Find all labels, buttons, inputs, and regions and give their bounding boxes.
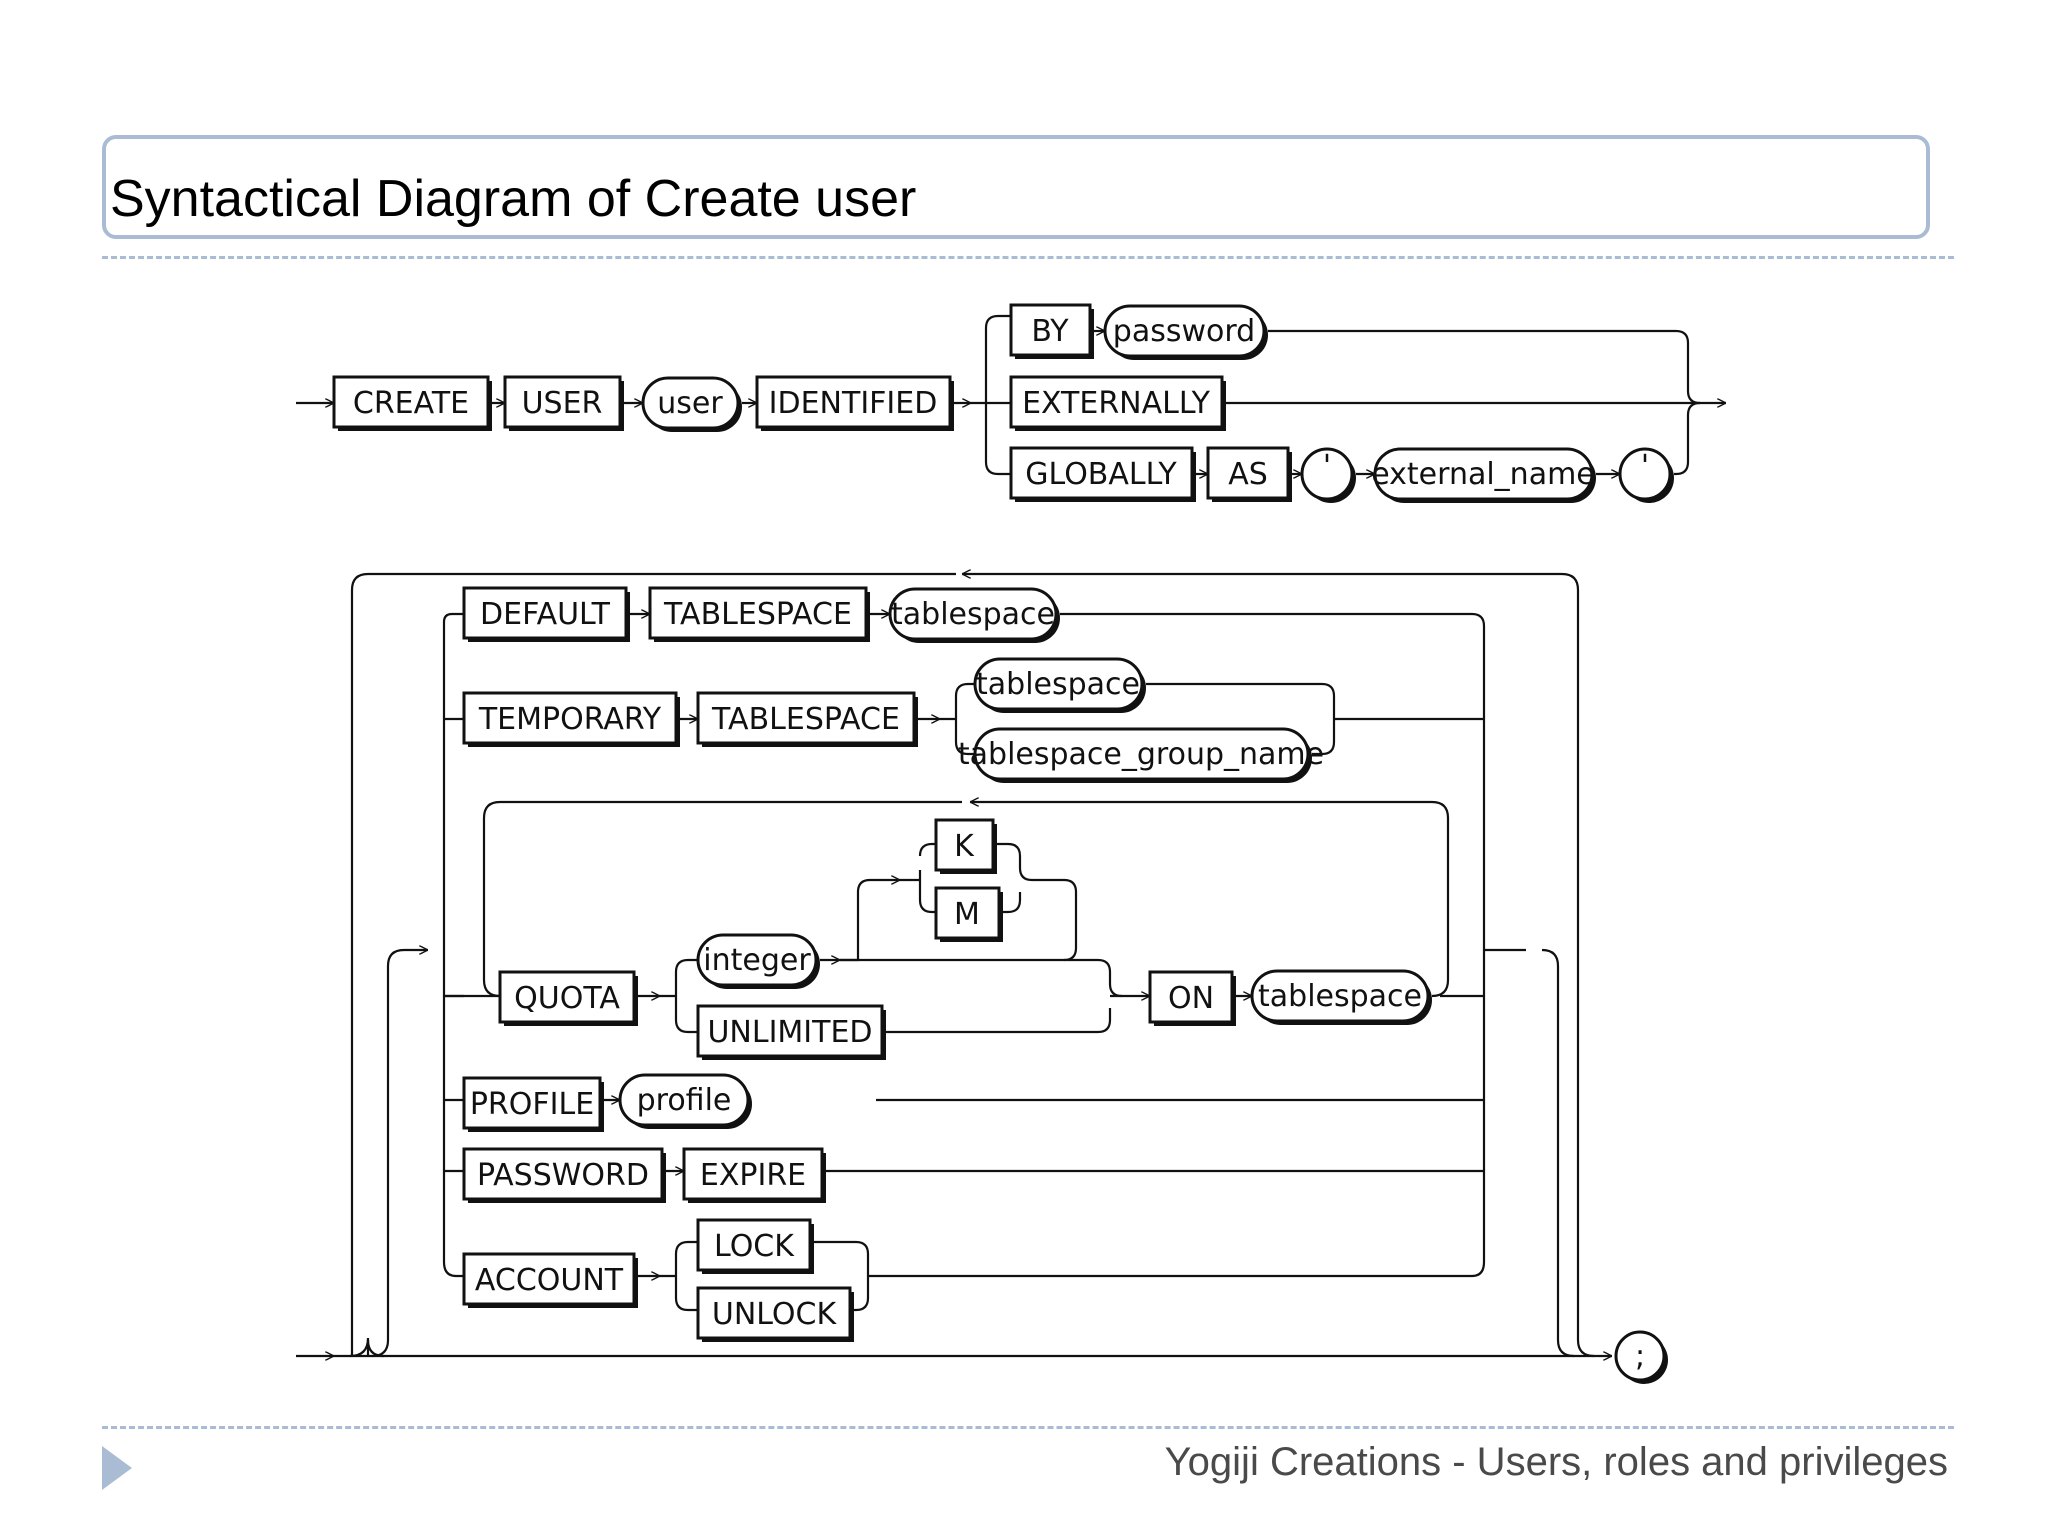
slide-title-box: Syntactical Diagram of Create user (102, 135, 1930, 239)
svg-text:PROFILE: PROFILE (470, 1087, 594, 1122)
tablespace-identifier-default: tablespace (888, 587, 1060, 643)
identified-keyword: IDENTIFIED (755, 375, 954, 431)
password-keyword: PASSWORD (462, 1147, 666, 1203)
svg-text:tablespace: tablespace (976, 667, 1140, 702)
profile-identifier: profile (618, 1073, 752, 1129)
svg-text:CREATE: CREATE (353, 386, 469, 421)
by-keyword: BY (1009, 303, 1094, 359)
quota-keyword: QUOTA (498, 970, 638, 1026)
svg-text:tablespace: tablespace (1258, 979, 1422, 1014)
quote-close-symbol: ' (1618, 447, 1674, 503)
svg-text:GLOBALLY: GLOBALLY (1025, 457, 1177, 492)
svg-text:password: password (1113, 314, 1255, 349)
integer-identifier: integer (696, 933, 820, 989)
svg-text:EXPIRE: EXPIRE (700, 1158, 806, 1193)
default-keyword: DEFAULT (462, 586, 630, 642)
svg-text:integer: integer (703, 943, 811, 978)
tablespace-keyword-temporary: TABLESPACE (696, 691, 918, 747)
svg-text:USER: USER (522, 386, 603, 421)
svg-text:UNLOCK: UNLOCK (712, 1297, 838, 1332)
as-keyword: AS (1206, 446, 1292, 502)
svg-text:M: M (954, 897, 980, 932)
expire-keyword: EXPIRE (682, 1147, 826, 1203)
svg-text:UNLIMITED: UNLIMITED (707, 1015, 872, 1050)
svg-text:BY: BY (1031, 314, 1069, 349)
on-keyword: ON (1148, 970, 1236, 1026)
svg-text:': ' (1641, 449, 1649, 484)
svg-text:AS: AS (1228, 457, 1268, 492)
svg-text:ACCOUNT: ACCOUNT (475, 1263, 624, 1298)
account-keyword: ACCOUNT (462, 1252, 638, 1308)
svg-text:DEFAULT: DEFAULT (480, 597, 611, 632)
svg-text:user: user (657, 386, 723, 421)
tablespace-group-name-identifier: tablespace_group_name (958, 727, 1324, 783)
external-name-identifier: external_name (1371, 447, 1596, 503)
svg-text:TABLESPACE: TABLESPACE (663, 597, 852, 632)
svg-text:LOCK: LOCK (714, 1229, 795, 1264)
header-divider (102, 256, 1954, 259)
m-keyword: M (934, 886, 1003, 942)
slide-title: Syntactical Diagram of Create user (110, 170, 917, 228)
svg-text:profile: profile (637, 1083, 732, 1118)
unlimited-keyword: UNLIMITED (696, 1004, 886, 1060)
svg-text:PASSWORD: PASSWORD (477, 1158, 649, 1193)
footer-divider (102, 1426, 1954, 1429)
password-identifier: password (1103, 304, 1268, 360)
tablespace-identifier-quota: tablespace (1250, 969, 1432, 1025)
svg-text:EXTERNALLY: EXTERNALLY (1022, 386, 1211, 421)
svg-text:external_name: external_name (1371, 457, 1595, 492)
svg-text:TEMPORARY: TEMPORARY (478, 702, 662, 737)
svg-text:ON: ON (1168, 981, 1214, 1016)
profile-keyword: PROFILE (462, 1076, 604, 1132)
user-keyword: USER (503, 375, 624, 431)
terminator-symbol: ; (1614, 1330, 1668, 1384)
user-options-clause (296, 574, 1612, 1356)
svg-text:QUOTA: QUOTA (514, 981, 620, 1016)
create-keyword: CREATE (332, 375, 492, 431)
k-keyword: K (934, 818, 997, 874)
identification-clause (296, 314, 1726, 474)
temporary-keyword: TEMPORARY (462, 691, 680, 747)
user-identifier: user (641, 376, 742, 432)
tablespace-keyword-default: TABLESPACE (648, 586, 870, 642)
unlock-keyword: UNLOCK (696, 1286, 854, 1342)
svg-text:IDENTIFIED: IDENTIFIED (769, 386, 938, 421)
footer-triangle-icon (102, 1446, 132, 1490)
svg-text:TABLESPACE: TABLESPACE (711, 702, 900, 737)
svg-text:tablespace: tablespace (891, 597, 1055, 632)
svg-text:tablespace_group_name: tablespace_group_name (958, 737, 1324, 772)
lock-keyword: LOCK (696, 1218, 814, 1274)
svg-text:': ' (1323, 449, 1331, 484)
svg-text:;: ; (1635, 1339, 1645, 1374)
globally-keyword: GLOBALLY (1009, 446, 1196, 502)
svg-text:K: K (954, 829, 975, 864)
quote-open-symbol: ' (1300, 447, 1356, 503)
externally-keyword: EXTERNALLY (1009, 375, 1226, 431)
footer-text: Yogiji Creations - Users, roles and priv… (1164, 1440, 1948, 1484)
tablespace-identifier-temporary: tablespace (973, 657, 1146, 713)
